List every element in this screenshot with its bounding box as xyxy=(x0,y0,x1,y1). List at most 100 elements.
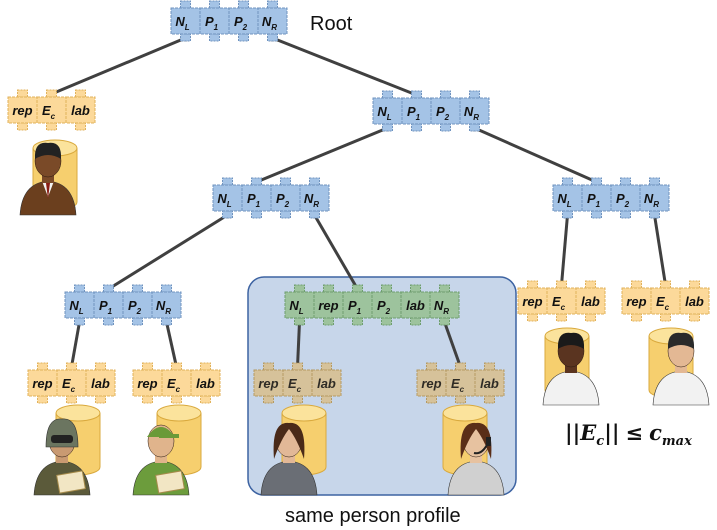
connector-tab xyxy=(381,284,392,293)
node-cell xyxy=(56,369,87,397)
cell-subscript: c xyxy=(297,385,302,394)
cell-label: P2 xyxy=(616,191,630,209)
node-cell xyxy=(270,184,301,212)
cell-subscript: 1 xyxy=(108,307,113,316)
node-cell xyxy=(93,291,124,319)
connector-tab xyxy=(294,284,305,293)
cell-subscript: R xyxy=(653,200,659,209)
connector-tab xyxy=(171,395,182,404)
cell-label: NL xyxy=(217,191,231,209)
cell-subscript: 1 xyxy=(214,23,219,32)
formula-c: c xyxy=(649,420,662,445)
cell-main: lab xyxy=(91,376,110,391)
formula-e: E xyxy=(579,420,597,445)
root-label: Root xyxy=(310,13,353,35)
connector-tab xyxy=(238,0,249,9)
connector-tab xyxy=(142,362,153,371)
cell-label: lab xyxy=(317,376,336,391)
connector-tab xyxy=(527,280,538,289)
labels-layer: Root same person profile ||Ec||≤cmax xyxy=(285,13,692,527)
connector-tab xyxy=(103,284,114,293)
tree-edge xyxy=(50,36,187,96)
cell-label: P2 xyxy=(276,191,290,209)
cell-main: N xyxy=(304,191,314,206)
connector-tab xyxy=(238,33,249,42)
cell-label: lab xyxy=(196,376,215,391)
cell-main: P xyxy=(436,104,445,119)
cell-label: NR xyxy=(464,104,479,122)
cell-main: N xyxy=(69,298,79,313)
node-cell xyxy=(650,287,681,315)
connector-tab xyxy=(381,317,392,326)
cell-label: P2 xyxy=(436,104,450,122)
cell-main: E xyxy=(167,376,176,391)
cell-main: P xyxy=(407,104,416,119)
capacity-formula: ||Ec||≤cmax xyxy=(565,420,692,449)
cell-main: rep xyxy=(421,376,441,391)
cell-label: NL xyxy=(69,298,83,316)
connector-tab xyxy=(660,313,671,322)
cell-label: P1 xyxy=(99,298,113,316)
connector-tab xyxy=(222,210,233,219)
cell-main: lab xyxy=(406,298,425,313)
woman-headset-icon xyxy=(447,422,505,496)
connector-tab xyxy=(323,317,334,326)
cell-label: P1 xyxy=(587,191,601,209)
node-cell xyxy=(313,291,344,319)
node-cell xyxy=(371,291,402,319)
tree-edge xyxy=(165,321,178,368)
connector-tab xyxy=(562,177,573,186)
connector-tab xyxy=(323,284,334,293)
cell-label: NR xyxy=(434,298,449,316)
cell-subscript: L xyxy=(79,307,84,316)
connector-tab xyxy=(591,177,602,186)
node-cell xyxy=(257,7,288,35)
connector-tab xyxy=(352,284,363,293)
cell-main: rep xyxy=(318,298,338,313)
connector-tab xyxy=(161,284,172,293)
connector-tab xyxy=(66,395,77,404)
connector-tab xyxy=(649,177,660,186)
connector-tab xyxy=(469,90,480,99)
formula-bars-open: || xyxy=(565,420,580,445)
cell-subscript: 2 xyxy=(444,113,450,122)
connector-tab xyxy=(292,395,303,404)
connector-tab xyxy=(46,89,57,98)
connector-tab xyxy=(74,284,85,293)
connector-tab xyxy=(200,362,211,371)
cell-subscript: L xyxy=(185,23,190,32)
formula-leq: ≤ xyxy=(626,420,644,445)
cell-label: P2 xyxy=(377,298,391,316)
cell-label: rep xyxy=(522,294,542,309)
cell-label: rep xyxy=(626,294,646,309)
cell-subscript: R xyxy=(165,307,171,316)
connector-tab xyxy=(209,0,220,9)
cell-subscript: c xyxy=(561,303,566,312)
man-dark-icon xyxy=(542,332,600,406)
connector-tab xyxy=(263,362,274,371)
cell-main: N xyxy=(156,298,166,313)
connector-tab xyxy=(132,284,143,293)
connector-tab xyxy=(439,284,450,293)
cell-label: NR xyxy=(262,14,277,32)
cell-main: P xyxy=(377,298,386,313)
connector-tab xyxy=(95,362,106,371)
cell-subscript: 2 xyxy=(242,23,248,32)
connector-tab xyxy=(142,395,153,404)
tree-edge xyxy=(255,126,389,184)
cell-main: P xyxy=(247,191,256,206)
cell-label: Ec xyxy=(656,294,670,312)
cell-label: NR xyxy=(304,191,319,209)
cell-label: NL xyxy=(289,298,303,316)
tree-edge xyxy=(560,214,569,286)
cell-label: NL xyxy=(175,14,189,32)
node-cell xyxy=(581,184,612,212)
cell-label: P1 xyxy=(205,14,219,32)
node-cell xyxy=(610,184,641,212)
cell-label: rep xyxy=(12,103,32,118)
